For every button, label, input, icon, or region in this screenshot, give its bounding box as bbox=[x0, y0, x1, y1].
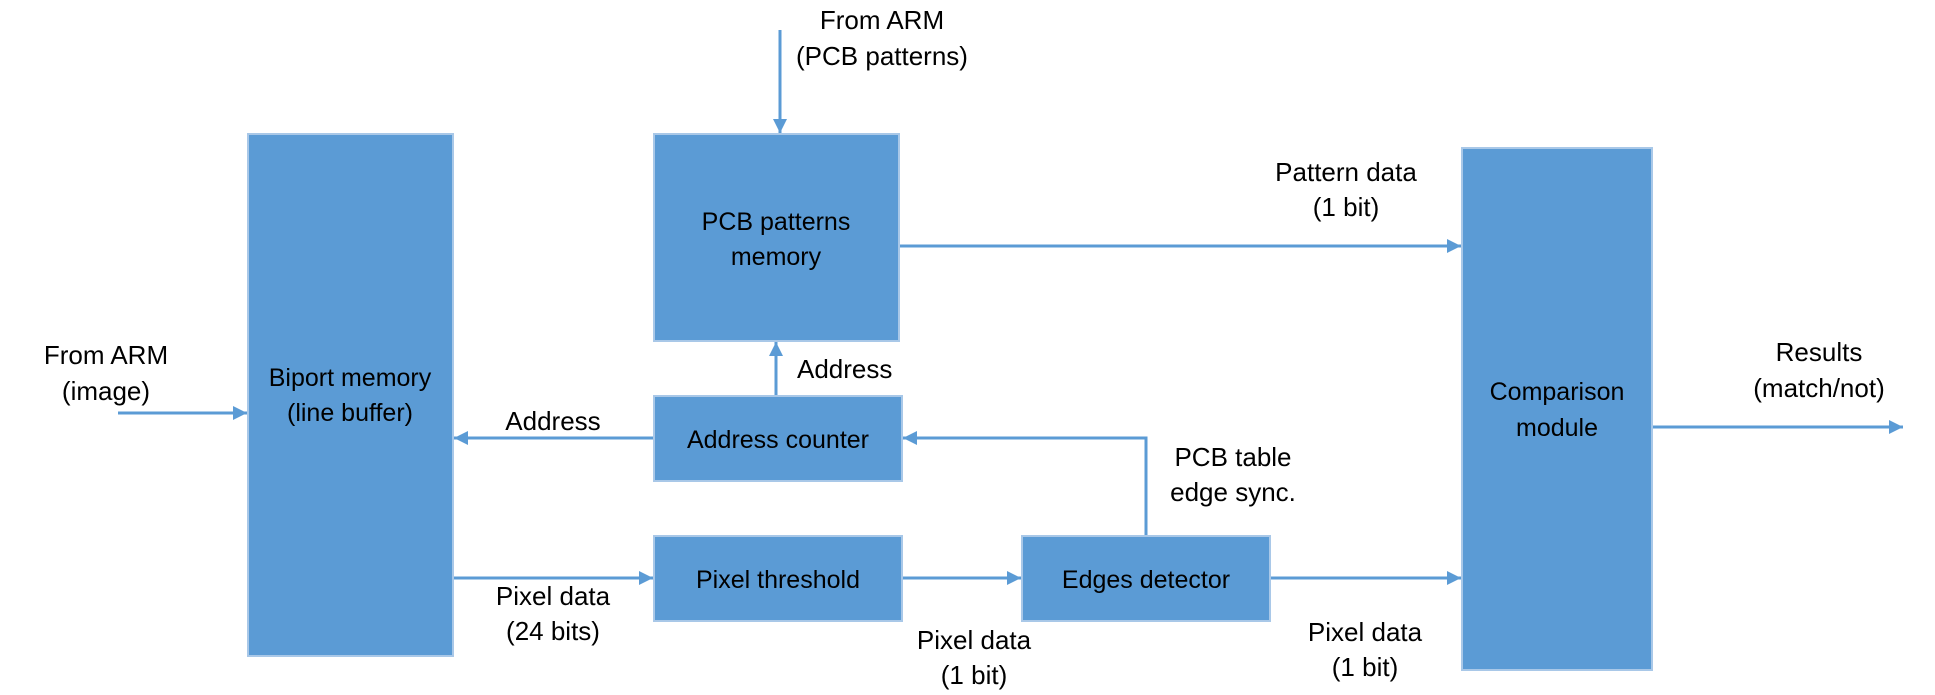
edges-detector-block: Edges detector bbox=[1021, 535, 1271, 622]
label-pattern-data-line1: Pattern data bbox=[1275, 157, 1417, 187]
biport-memory-line1: Biport memory bbox=[269, 364, 432, 392]
label-from-arm-image: From ARM (image) bbox=[44, 340, 168, 406]
label-from-arm-patterns-line2: (PCB patterns) bbox=[796, 41, 968, 71]
label-pixel-data-1-threshold: Pixel data (1 bit) bbox=[917, 625, 1032, 690]
label-pixel-data-1-edges: Pixel data (1 bit) bbox=[1308, 617, 1423, 682]
label-from-arm-patterns-line1: From ARM bbox=[820, 5, 944, 35]
comparison-module-line2: module bbox=[1516, 414, 1598, 442]
label-results: Results (match/not) bbox=[1753, 337, 1885, 403]
label-pcb-table-sync-line2: edge sync. bbox=[1170, 477, 1296, 507]
label-pixel-data-1-threshold-line2: (1 bit) bbox=[941, 660, 1007, 690]
label-pattern-data-line2: (1 bit) bbox=[1313, 192, 1379, 222]
pixel-threshold-label: Pixel threshold bbox=[696, 566, 860, 594]
label-pixel-data-24-line2: (24 bits) bbox=[506, 616, 600, 646]
label-from-arm-image-line2: (image) bbox=[62, 376, 150, 406]
label-pcb-table-sync: PCB table edge sync. bbox=[1170, 442, 1296, 507]
label-address-left: Address bbox=[505, 406, 600, 436]
label-results-line2: (match/not) bbox=[1753, 373, 1885, 403]
label-pixel-data-1-edges-line2: (1 bit) bbox=[1332, 652, 1398, 682]
pcb-patterns-memory-line2: memory bbox=[731, 243, 822, 271]
pcb-patterns-memory-line1: PCB patterns bbox=[702, 208, 851, 236]
label-pcb-table-sync-line1: PCB table bbox=[1174, 442, 1291, 472]
pcb-patterns-memory-block: PCB patterns memory bbox=[653, 133, 900, 342]
biport-memory-block: Biport memory (line buffer) bbox=[247, 133, 454, 657]
address-counter-block: Address counter bbox=[653, 395, 903, 482]
label-pixel-data-1-threshold-line1: Pixel data bbox=[917, 625, 1032, 655]
label-from-arm-patterns: From ARM (PCB patterns) bbox=[796, 5, 968, 71]
label-address-up: Address bbox=[797, 354, 892, 384]
comparison-module-block: Comparison module bbox=[1461, 147, 1653, 671]
label-pattern-data: Pattern data (1 bit) bbox=[1275, 157, 1417, 222]
arrow-edges-to-counter bbox=[903, 431, 1148, 535]
pixel-threshold-block: Pixel threshold bbox=[653, 535, 903, 622]
biport-memory-line2: (line buffer) bbox=[287, 399, 413, 427]
label-results-line1: Results bbox=[1776, 337, 1863, 367]
label-from-arm-image-line1: From ARM bbox=[44, 340, 168, 370]
label-pixel-data-24-line1: Pixel data bbox=[496, 581, 611, 611]
comparison-module-line1: Comparison bbox=[1490, 378, 1625, 406]
address-counter-label: Address counter bbox=[687, 426, 869, 454]
label-pixel-data-1-edges-line1: Pixel data bbox=[1308, 617, 1423, 647]
label-pixel-data-24: Pixel data (24 bits) bbox=[496, 581, 611, 646]
edges-detector-label: Edges detector bbox=[1062, 566, 1230, 594]
